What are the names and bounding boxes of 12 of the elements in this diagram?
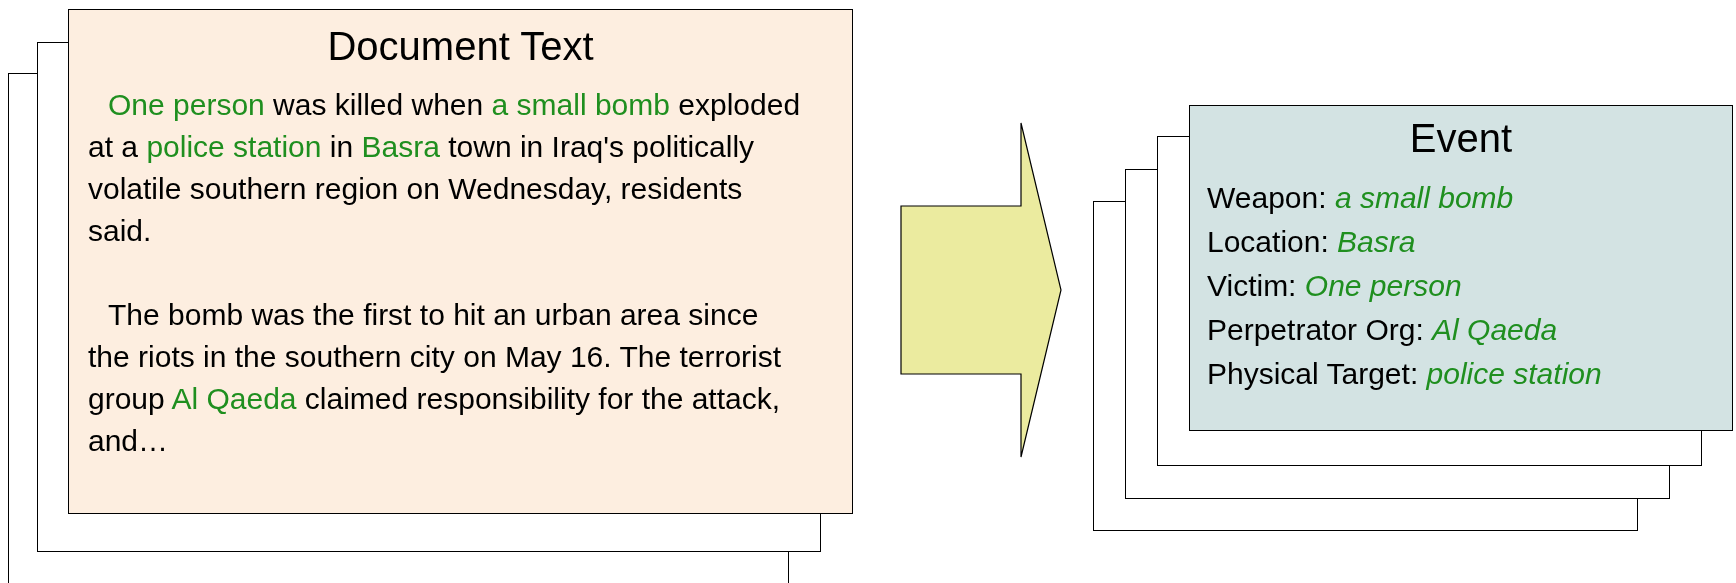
field-line: Weapon: a small bomb [1206,180,1515,216]
document-card [68,9,853,514]
paragraph: The bomb was the first to hit an urban area since the riots in the southern city on May 16. The terrorist group Al Qaeda claimed responsibility for the attack, and… [87,297,783,459]
event-card [1189,105,1733,431]
card-title: Document Text [326,23,595,70]
paragraph: One person was killed when a small bomb exploded at a police station in Basra town in Iraq's politically volatile southern region on Wednesday, residents said. [87,87,802,249]
field-line: Victim: One person [1206,268,1463,304]
field-line: Physical Target: police station [1206,356,1603,392]
field-line: Perpetrator Org: Al Qaeda [1206,312,1559,348]
block-arrow [900,122,1062,458]
card-title: Event [1408,115,1514,162]
field-line: Location: Basra [1206,224,1417,260]
